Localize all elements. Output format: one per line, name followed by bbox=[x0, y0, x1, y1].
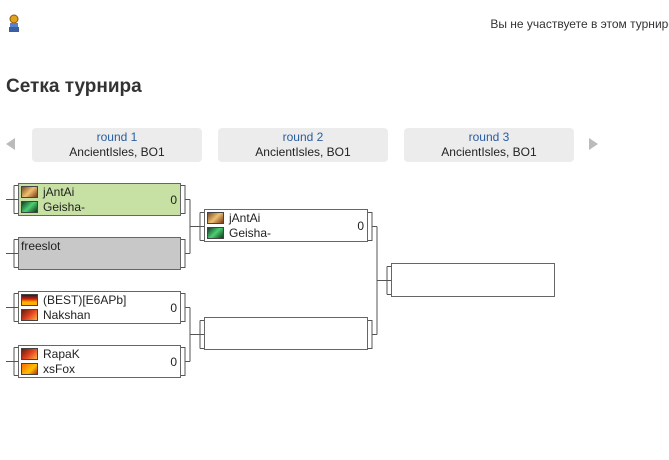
round-header-1: round 1 AncientIsles, BO1 bbox=[32, 128, 202, 162]
round-header-3: round 3 AncientIsles, BO1 bbox=[404, 128, 574, 162]
player-name: freeslot bbox=[21, 239, 61, 253]
player-row[interactable]: freeslot bbox=[21, 239, 60, 254]
round-label[interactable]: round 1 bbox=[96, 130, 138, 144]
round-label[interactable]: round 3 bbox=[468, 130, 510, 144]
match-score: 0 bbox=[170, 355, 177, 369]
player-name: Nakshan bbox=[43, 308, 91, 322]
player-name: Geisha- bbox=[229, 226, 272, 240]
race-icon bbox=[21, 201, 38, 213]
match-r2-2[interactable] bbox=[204, 317, 368, 350]
match-r1-3[interactable]: (BEST)[E6APb] Nakshan 0 bbox=[18, 291, 181, 324]
player-row[interactable]: jAntAi bbox=[21, 185, 74, 200]
round-label[interactable]: round 2 bbox=[282, 130, 324, 144]
match-r2-1[interactable]: jAntAi Geisha- 0 bbox=[204, 209, 368, 242]
player-name: Geisha- bbox=[43, 200, 86, 214]
player-row[interactable]: Nakshan bbox=[21, 308, 90, 323]
match-score: 0 bbox=[170, 301, 177, 315]
race-icon bbox=[21, 348, 38, 360]
race-icon bbox=[21, 363, 38, 375]
prev-round-arrow-icon[interactable] bbox=[6, 138, 15, 150]
match-r1-4[interactable]: RapaK xsFox 0 bbox=[18, 345, 181, 378]
race-icon bbox=[21, 294, 38, 306]
player-name: RapaK bbox=[43, 347, 80, 361]
trophy-icon bbox=[6, 14, 22, 34]
round-info: AncientIsles, BO1 bbox=[255, 145, 351, 159]
participation-status: Вы не участвуете в этом турнире bbox=[490, 17, 669, 31]
race-icon bbox=[21, 186, 38, 198]
next-round-arrow-icon[interactable] bbox=[589, 138, 598, 150]
match-r1-2[interactable]: freeslot bbox=[18, 237, 181, 270]
race-icon bbox=[21, 309, 38, 321]
match-r1-1[interactable]: jAntAi Geisha- 0 bbox=[18, 183, 181, 216]
round-header-2: round 2 AncientIsles, BO1 bbox=[218, 128, 388, 162]
player-row[interactable]: jAntAi bbox=[207, 211, 260, 226]
round-info: AncientIsles, BO1 bbox=[441, 145, 537, 159]
match-r3-1[interactable] bbox=[391, 263, 555, 297]
player-name: jAntAi bbox=[229, 211, 261, 225]
player-row[interactable]: (BEST)[E6APb] bbox=[21, 293, 126, 308]
player-row[interactable]: xsFox bbox=[21, 362, 75, 377]
race-icon bbox=[207, 227, 224, 239]
player-row[interactable]: Geisha- bbox=[21, 200, 85, 215]
player-row[interactable]: Geisha- bbox=[207, 226, 271, 241]
race-icon bbox=[207, 212, 224, 224]
player-name: xsFox bbox=[43, 362, 76, 376]
match-score: 0 bbox=[170, 193, 177, 207]
player-row[interactable]: RapaK bbox=[21, 347, 80, 362]
round-info: AncientIsles, BO1 bbox=[69, 145, 165, 159]
match-score: 0 bbox=[357, 219, 364, 233]
player-name: jAntAi bbox=[43, 185, 75, 199]
player-name: (BEST)[E6APb] bbox=[43, 293, 127, 307]
page-title: Сетка турнира bbox=[6, 76, 142, 97]
